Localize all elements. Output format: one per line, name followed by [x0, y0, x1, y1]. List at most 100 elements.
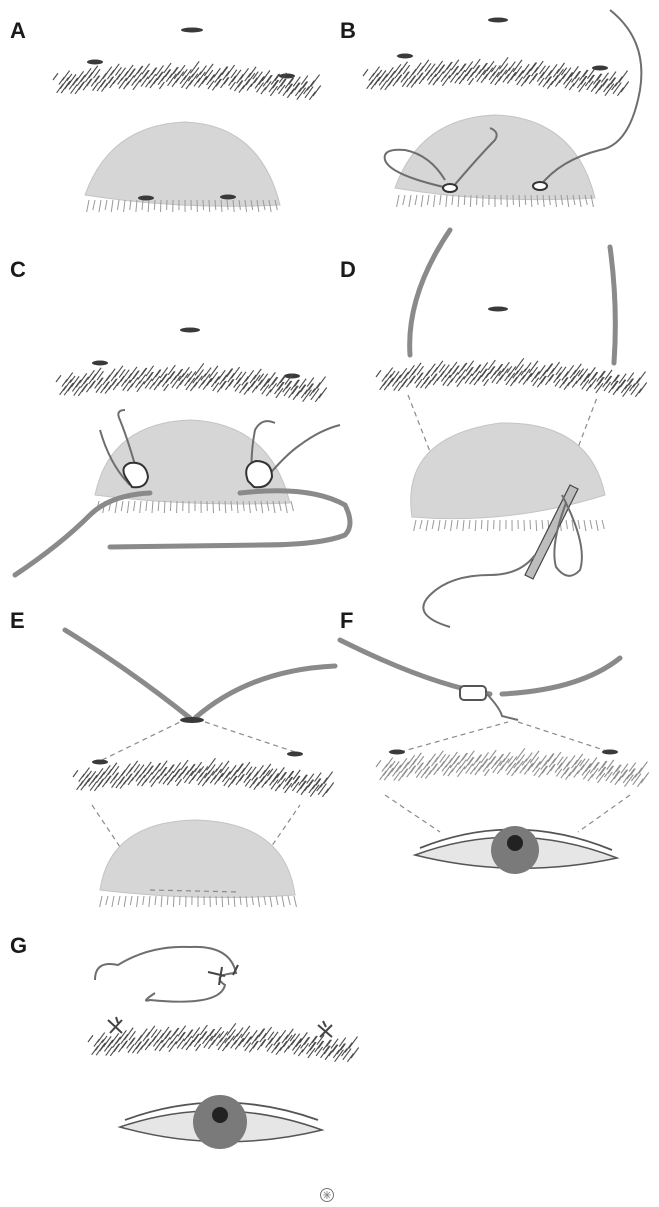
eyelash — [440, 195, 441, 205]
pupil — [212, 1107, 228, 1123]
eyebrow-hair — [67, 74, 72, 81]
eyebrow-hair — [92, 368, 101, 380]
eyebrow-hair — [503, 74, 509, 82]
eyebrow-hair — [555, 80, 560, 87]
sleeve — [460, 686, 486, 700]
eyebrow-hair — [462, 753, 468, 761]
eyebrow-hair — [273, 773, 279, 781]
eyebrow-hair — [160, 367, 168, 378]
eyebrow-hair — [347, 1054, 353, 1062]
eyebrow-hair — [202, 76, 208, 84]
eyelash — [421, 195, 423, 207]
eyebrow-hair — [322, 789, 328, 797]
eyebrow-hair — [376, 760, 381, 767]
eyelash — [112, 896, 114, 907]
eyebrow-hair — [513, 60, 522, 72]
eyebrow-hair — [639, 383, 647, 394]
eyelash — [264, 896, 266, 905]
eyebrow-hair — [441, 755, 450, 767]
eyebrow — [56, 363, 327, 401]
eyebrow-hair — [225, 379, 233, 390]
eyebrow-hair — [159, 82, 164, 89]
eyebrow-hair — [284, 1046, 289, 1053]
eyebrow-hair — [351, 1048, 359, 1059]
eyebrow-hair — [525, 363, 532, 372]
eyebrow-hair — [220, 77, 228, 88]
eyebrow-hair — [124, 1028, 133, 1040]
eyebrow-hair — [515, 71, 523, 82]
eyebrow-hair — [296, 1038, 302, 1046]
eyebrow-hair — [488, 360, 495, 370]
eyebrow-hair — [482, 63, 487, 70]
incision-mark — [389, 750, 405, 755]
eyebrow-hair — [210, 74, 215, 81]
eyebrow-hair — [190, 61, 199, 73]
eyebrow-hair — [312, 1036, 317, 1043]
eyebrow-hair — [89, 66, 98, 78]
incision-mark — [602, 750, 618, 755]
eyebrow-hair — [363, 69, 368, 76]
eyebrow-hair — [256, 380, 263, 389]
eyebrow-hair — [95, 1039, 103, 1050]
suture-knot — [108, 1017, 122, 1033]
fascia-sling — [410, 230, 450, 355]
eyebrow-hair — [614, 375, 619, 382]
eyebrow-hair — [641, 773, 649, 784]
eyebrow-hair — [135, 765, 144, 777]
eyelash — [475, 520, 476, 531]
eyelash — [438, 520, 440, 531]
eyebrow-hair — [419, 763, 424, 770]
eyelash — [117, 200, 119, 210]
eyebrow-hair — [207, 378, 213, 386]
incision-mark — [92, 361, 108, 366]
eyelash — [209, 200, 210, 212]
eyebrow-hair — [565, 767, 570, 774]
eyebrow-hair — [418, 373, 423, 380]
eyebrow-hair — [87, 771, 92, 778]
eyebrow-hair — [435, 361, 443, 372]
eyebrow-hair — [565, 79, 572, 89]
eyebrow-hair — [106, 369, 115, 381]
eyebrow-hair — [616, 765, 621, 772]
eyebrow-hair — [178, 1026, 186, 1037]
eyebrow-hair — [619, 71, 628, 83]
eyebrow-hair — [261, 1039, 266, 1046]
incision-mark — [488, 307, 508, 312]
eyebrow-hair — [173, 1028, 179, 1036]
eyebrow-hair — [153, 1030, 162, 1042]
eyebrow-hair — [146, 366, 154, 376]
eyebrow-hair — [484, 769, 489, 776]
eyebrow-hair — [559, 74, 566, 83]
eyelash — [403, 195, 405, 205]
eyebrow-hair — [215, 376, 220, 383]
eyebrow-hair — [528, 763, 534, 771]
incision-mark — [287, 752, 303, 757]
eyebrow-hair — [177, 779, 182, 786]
eyebrow-hair — [289, 78, 294, 85]
eyelash — [124, 896, 126, 907]
eyelash — [124, 200, 125, 212]
eyebrow-hair — [449, 752, 457, 763]
incision-mark — [397, 54, 413, 59]
eyelash — [158, 501, 159, 511]
eyebrow-hair — [555, 763, 562, 773]
eyebrow-hair — [511, 767, 518, 776]
eyebrow-hair — [510, 377, 517, 386]
eyebrow-hair — [173, 67, 178, 74]
eyebrow-hair — [73, 770, 78, 777]
eyelash — [415, 195, 417, 205]
panel-e-illustration — [0, 600, 330, 920]
eyelash — [397, 195, 399, 207]
panel-c-illustration — [0, 245, 330, 595]
eyebrow-hair — [251, 78, 258, 87]
eyelash — [130, 200, 131, 210]
eyebrow-hair — [244, 773, 251, 783]
panel-d: D — [330, 245, 659, 595]
incision-mark — [284, 374, 300, 379]
eyebrow-hair — [108, 763, 117, 775]
eyebrow-hair — [275, 74, 280, 81]
eyebrow-hair — [418, 73, 423, 80]
eyebrow-hair — [178, 369, 183, 376]
eyebrow-hair — [326, 1040, 331, 1047]
eyebrow-hair — [294, 380, 299, 387]
